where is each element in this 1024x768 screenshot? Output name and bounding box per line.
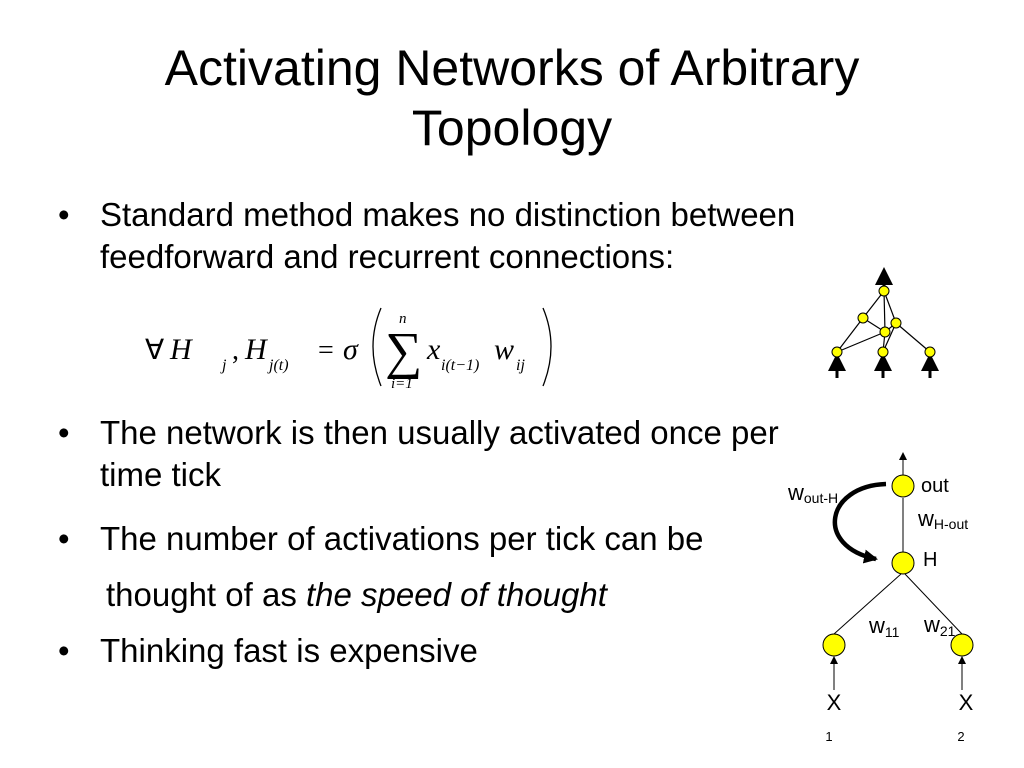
- label-w-out-H-sub: out-H: [804, 490, 838, 506]
- bullet-2-line-2: time tick: [100, 456, 222, 493]
- sum-upper: n: [399, 311, 407, 327]
- label-w21-main: w: [923, 612, 940, 637]
- edge: [836, 317, 864, 353]
- eq-H-1: H: [169, 333, 194, 366]
- input-node-x1: [822, 633, 846, 657]
- label-w-H-out-sub: H-out: [934, 516, 968, 532]
- continuation-italic: the speed of thought: [305, 576, 607, 613]
- label-w-out-H-main: w: [787, 480, 804, 505]
- label-X2: X: [959, 690, 974, 715]
- topology-node: [878, 285, 890, 297]
- bullet-dot: •: [58, 414, 70, 451]
- label-H: H: [923, 549, 937, 571]
- topology-node: [879, 326, 891, 338]
- edge-w11: [833, 573, 902, 635]
- output-node: [891, 474, 915, 498]
- right-paren: [542, 307, 552, 387]
- eq-x: x: [426, 333, 441, 366]
- bullet-1-line-2: feedforward and recurrent connections:: [100, 238, 675, 275]
- edge: [883, 290, 886, 333]
- topology-arrows: [828, 267, 939, 378]
- bullet-dot: •: [58, 632, 70, 669]
- label-w21-sub: 21: [940, 623, 956, 639]
- title-line-1: Activating Networks of Arbitrary: [164, 40, 860, 96]
- eq-sub-w: ij: [516, 357, 525, 374]
- hidden-node: [891, 551, 915, 575]
- edge: [883, 290, 897, 324]
- topology-node: [890, 317, 902, 329]
- eq-sub-x: i(t−1): [441, 357, 479, 374]
- topology-node: [924, 346, 936, 358]
- bullet-1-line-1: Standard method makes no distinction bet…: [100, 196, 796, 233]
- eq-H-2: H: [244, 333, 269, 366]
- continuation-plain: thought of as: [106, 576, 306, 613]
- edge: [895, 322, 931, 353]
- sum-sign: ∑: [385, 323, 422, 380]
- eq-sigma: σ: [343, 333, 359, 366]
- edge: [862, 290, 885, 319]
- label-w11: w11: [868, 613, 900, 640]
- label-X1: X: [827, 690, 842, 715]
- edge: [836, 331, 886, 353]
- topology-node: [857, 312, 869, 324]
- label-w11-main: w: [868, 613, 885, 638]
- label-X2-sub: 2: [957, 729, 964, 744]
- label-out: out: [921, 475, 949, 497]
- bullet-3-line-1: The number of activations per tick can b…: [100, 520, 704, 557]
- eq-sub-jt: j(t): [267, 357, 289, 374]
- label-w11-sub: 11: [885, 624, 900, 640]
- input-node-x2: [950, 633, 974, 657]
- edge-w21: [904, 573, 963, 635]
- left-paren: [372, 307, 382, 387]
- slide-title: Activating Networks of Arbitrary Topolog…: [0, 38, 1024, 158]
- topology-node: [831, 346, 843, 358]
- bullet-dot: •: [58, 520, 70, 557]
- bullet-2-line-1: The network is then usually activated on…: [100, 414, 779, 451]
- bullet-3-continuation: thought of as the speed of thought: [106, 574, 607, 616]
- eq-equals: =: [318, 335, 334, 366]
- topology-node: [877, 346, 889, 358]
- label-w-H-out-main: w: [917, 506, 934, 531]
- forall-symbol: ∀: [145, 335, 164, 366]
- title-line-2: Topology: [411, 100, 613, 156]
- bullet-dot: •: [58, 196, 70, 233]
- recurrent-connection-arrow: [832, 481, 887, 564]
- eq-comma: ,: [232, 335, 239, 366]
- eq-sub-j: j: [220, 357, 227, 374]
- sum-lower: i=1: [391, 376, 413, 392]
- bullet-4-line-1: Thinking fast is expensive: [100, 632, 478, 669]
- eq-w: w: [494, 333, 514, 366]
- label-X1-sub: 1: [825, 729, 832, 744]
- label-w21: w21: [923, 612, 956, 639]
- label-w-H-out: wH-out: [917, 506, 968, 532]
- label-w-out-H: wout-H: [787, 480, 838, 506]
